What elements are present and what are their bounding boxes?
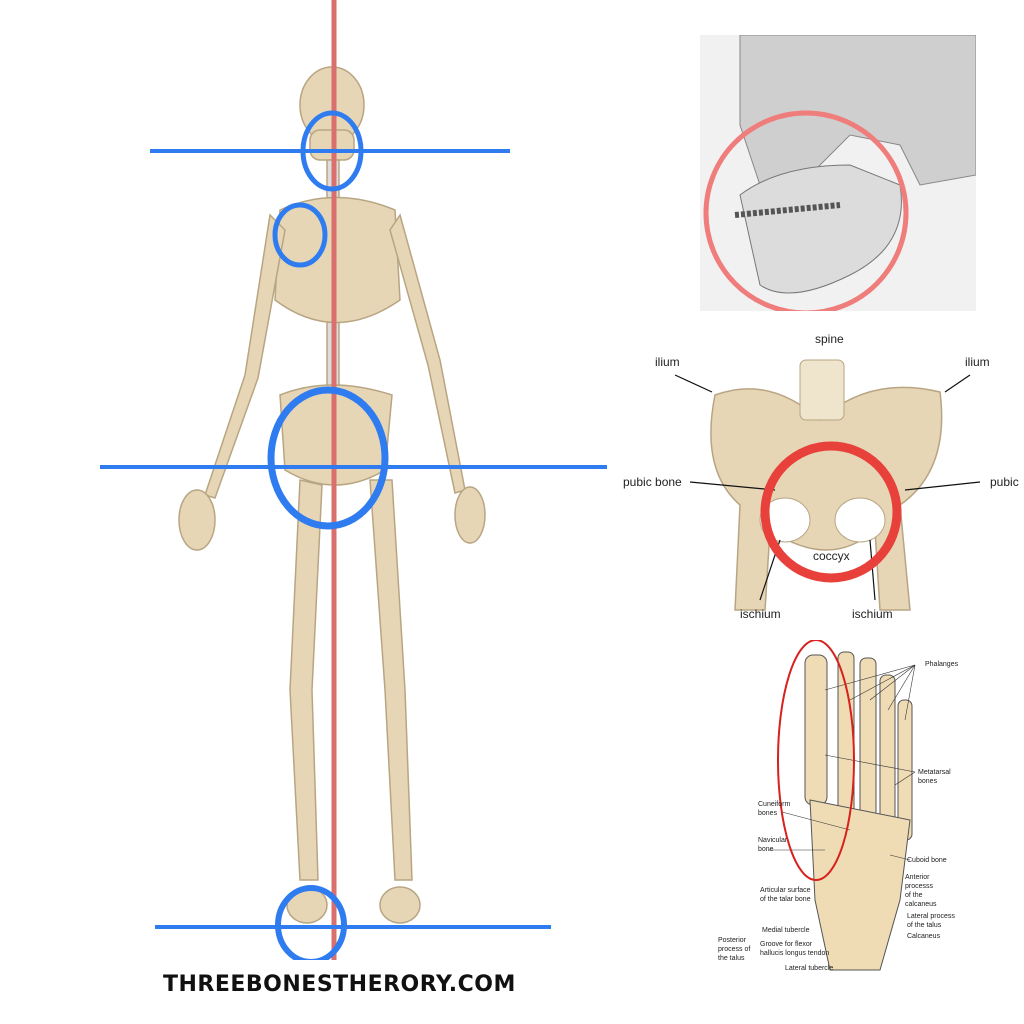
pelvis-illustration — [674, 359, 981, 611]
label-ilium-left: ilium — [655, 355, 680, 369]
label-ilium-right: ilium — [965, 355, 990, 369]
label-metatarsal: Metatarsal bones — [918, 769, 951, 785]
label-spine: spine — [815, 332, 844, 346]
label-cuboid: Cuboid bone — [907, 857, 947, 864]
site-watermark: THREEBONESTHERORY.COM — [163, 972, 516, 997]
label-articular-surface: Articular surface of the talar bone — [760, 887, 811, 903]
label-coccyx: coccyx — [813, 549, 850, 563]
label-pubic-bone: pubic bone — [623, 475, 682, 489]
label-cuneiform: Cuneiform bones — [758, 801, 791, 817]
right-arm — [389, 213, 466, 494]
pelvis-panel: spine ilium ilium pubic bone pubic coccy… — [620, 330, 1024, 625]
ribcage — [274, 196, 401, 324]
label-lateral-tubercle: Lateral tubercle — [785, 965, 834, 972]
left-hand — [178, 489, 216, 551]
label-calcaneus: Calcaneus — [907, 933, 941, 940]
label-posterior-process: Posterior process of the talus — [718, 937, 751, 962]
jaw-highlight — [703, 110, 909, 311]
foot-marker — [275, 885, 347, 960]
foot-panel: Phalanges Metatarsal bones Cuneiform bon… — [710, 640, 970, 980]
label-groove: Groove for flexor hallucis longus tendon — [760, 941, 830, 957]
pelvis-marker — [267, 386, 389, 530]
label-lateral-process: Lateral process of the talus — [907, 913, 955, 929]
label-ischium-right: ischium — [852, 607, 893, 621]
jaw-marker — [300, 110, 364, 192]
left-leg — [289, 479, 323, 881]
skull-illustration — [703, 35, 976, 311]
label-anterior-process: Anterior processs of the calcaneus — [905, 874, 937, 908]
label-ischium-left: ischium — [740, 607, 781, 621]
left-arm — [204, 213, 286, 499]
right-foot — [379, 886, 421, 924]
label-navicular: Navicular bone — [758, 837, 788, 853]
label-phalanges: Phalanges — [925, 661, 959, 668]
skeleton-figure — [100, 0, 607, 960]
shoulder-marker — [272, 202, 328, 268]
skeleton-illustration — [100, 0, 607, 960]
right-leg — [369, 479, 413, 881]
pelvis-highlight — [760, 441, 902, 583]
foot-illustration — [768, 640, 916, 971]
label-medial-tubercle: Medial tubercle — [762, 927, 810, 934]
toe-highlight — [777, 640, 855, 881]
right-hand — [454, 486, 486, 544]
label-pubic-right: pubic — [990, 475, 1019, 489]
skull-panel — [700, 35, 976, 311]
